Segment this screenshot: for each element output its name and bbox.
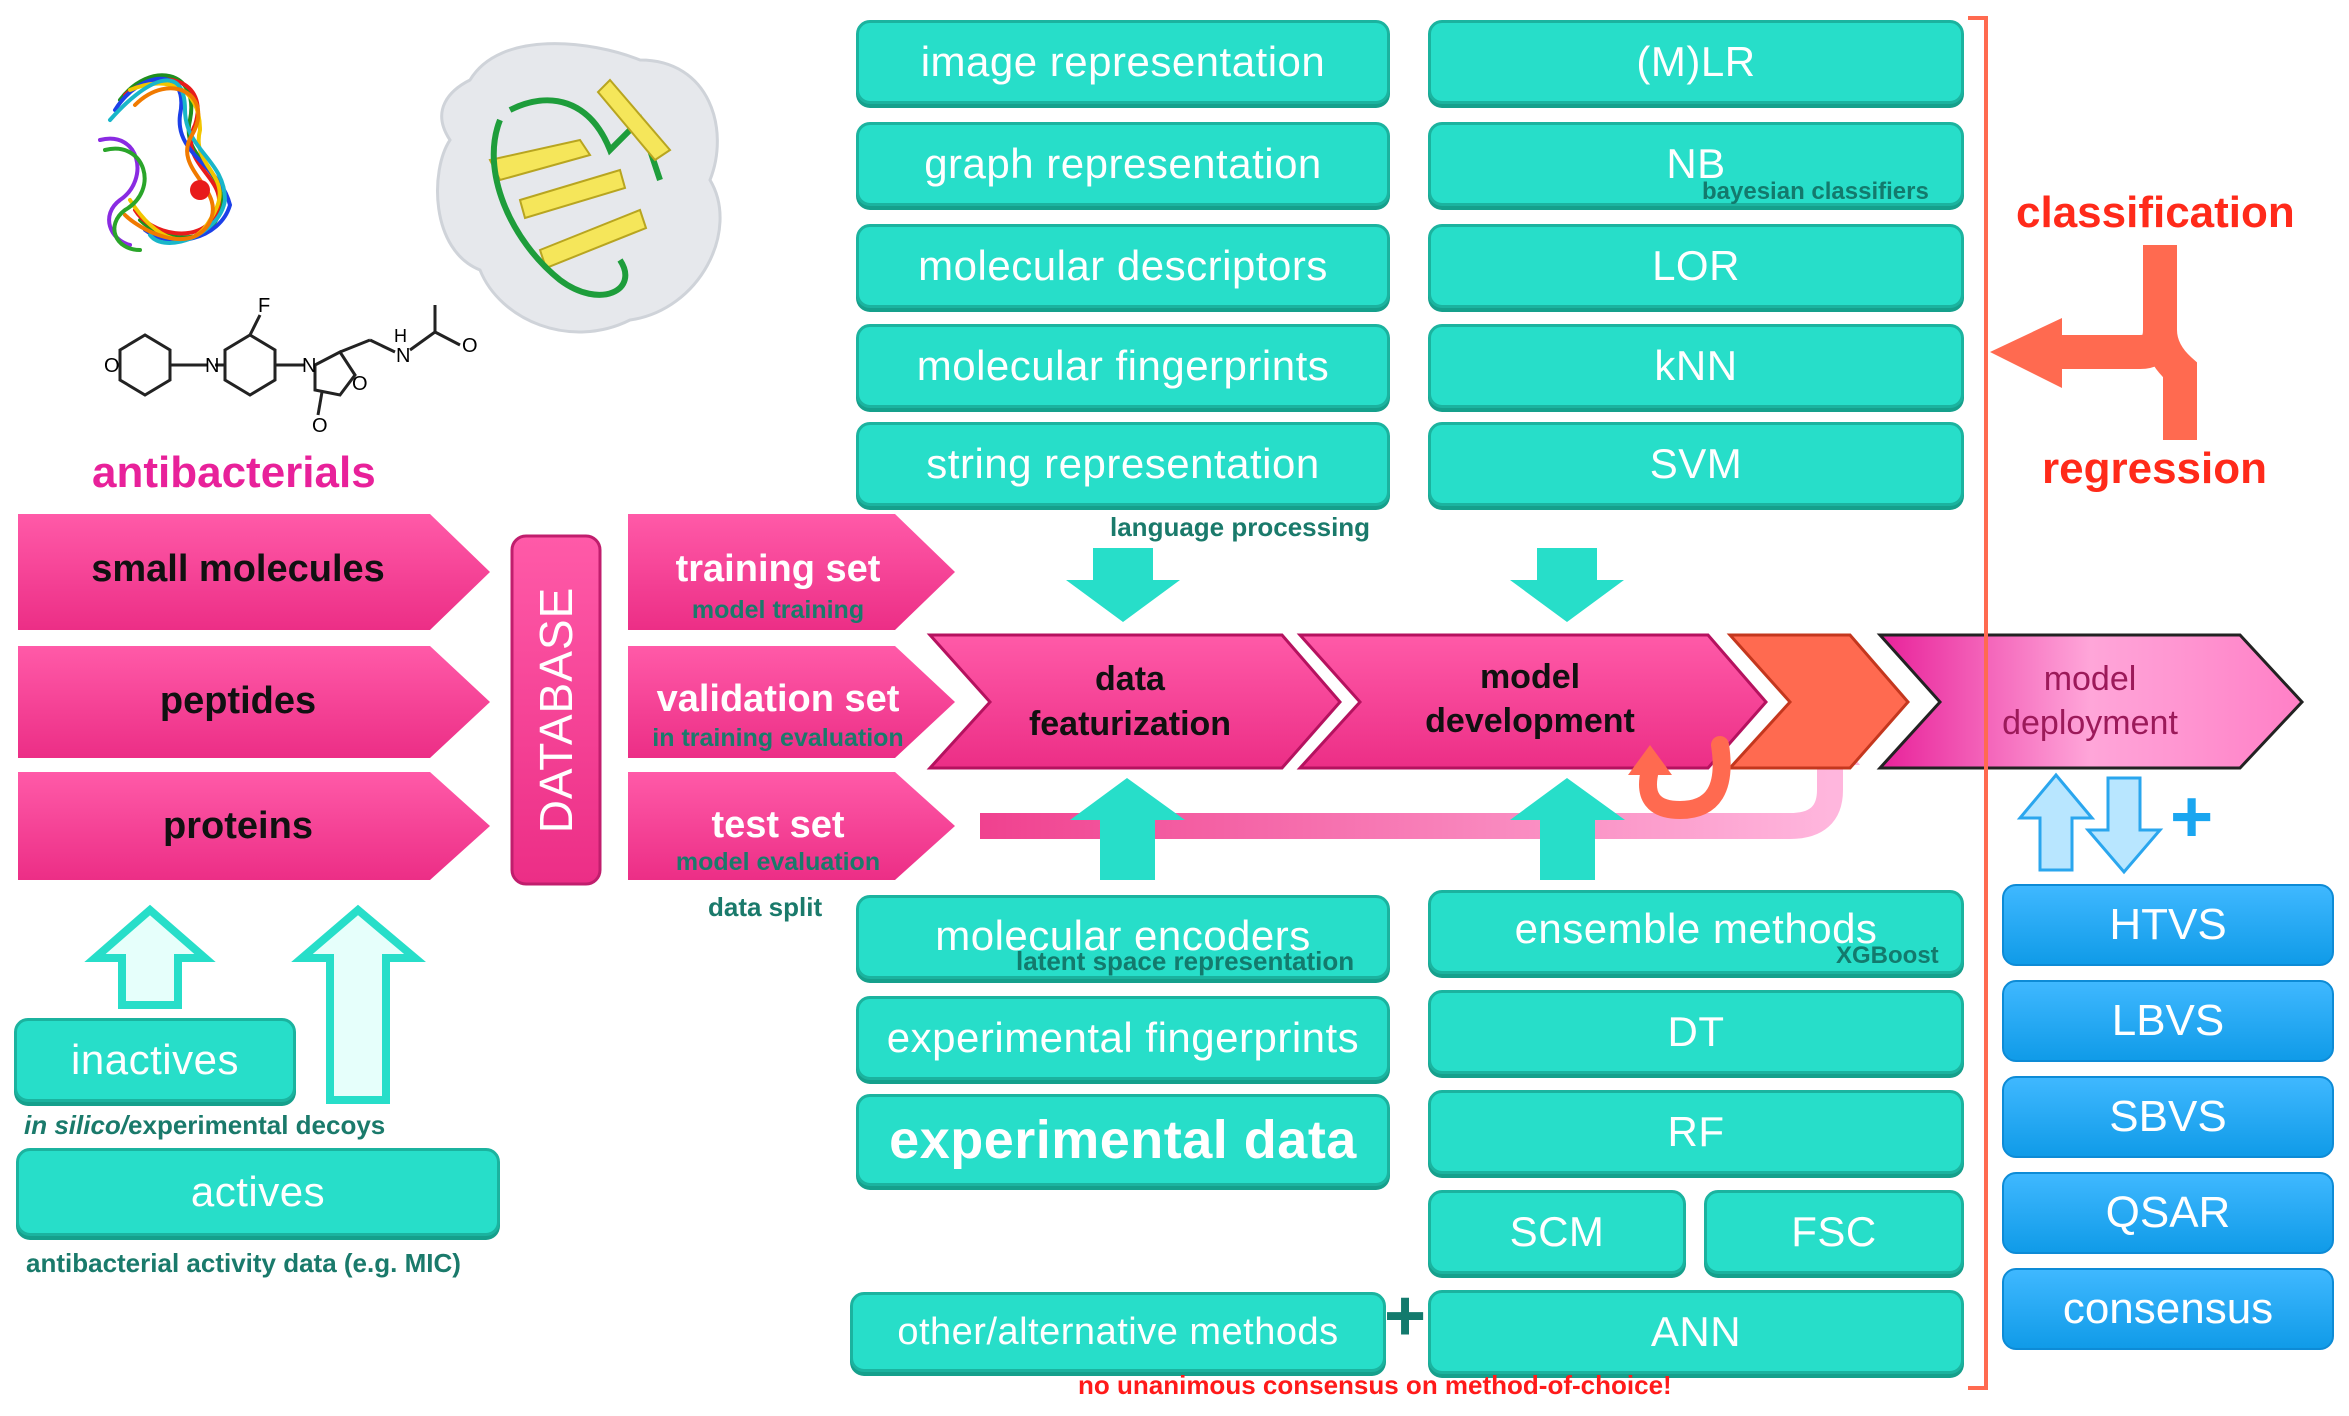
feedback-curve-arrow <box>1639 736 1731 820</box>
method-bracket <box>1968 16 1988 1390</box>
up-arrow-lower-methods <box>1510 778 1625 880</box>
development-chevron <box>1296 633 1768 770</box>
method-scm: SCM <box>1428 1190 1686 1274</box>
category-arrow-peptides <box>18 646 490 758</box>
category-arrow-proteins <box>18 772 490 880</box>
method-ensemble: ensemble methods <box>1428 890 1964 974</box>
split-arrow-training <box>628 514 955 630</box>
category-arrow-small-molecules <box>18 514 490 630</box>
split-arrow-test <box>628 772 955 880</box>
database-box <box>510 534 602 886</box>
task-fork-arrow <box>2060 245 2197 440</box>
down-arrow-methods <box>1510 548 1624 622</box>
atom-H: H <box>394 326 407 346</box>
decoys-note-rest: experimental decoys <box>128 1110 386 1140</box>
bayesian-note: bayesian classifiers <box>1702 178 1929 205</box>
method-nb-label: NB <box>1666 140 1726 187</box>
deploy-down-arrow <box>2084 776 2164 875</box>
deploy-sbvs: SBVS <box>2002 1076 2334 1158</box>
evaluation-flow-line <box>980 760 1843 839</box>
featurization-chevron <box>926 633 1342 770</box>
rep-experimental-data: experimental data <box>856 1094 1390 1186</box>
atom-O-carbonyl: O <box>312 415 328 437</box>
inactives-box: inactives <box>14 1018 296 1102</box>
deployment-label-1: model <box>2043 660 2137 698</box>
deploy-up-arrow <box>2016 772 2096 872</box>
method-ann: ANN <box>1428 1290 1964 1374</box>
method-svm: SVM <box>1428 422 1964 506</box>
rep-string: string representation <box>856 422 1390 506</box>
development-label-1: model <box>1479 658 1581 696</box>
actives-box: actives <box>16 1148 500 1236</box>
test-set-label: test set <box>711 804 845 846</box>
atom-N-ring: N <box>302 355 316 377</box>
atom-O-morpholine: O <box>104 355 120 377</box>
down-arrow-representations <box>1066 548 1180 622</box>
up-arrow-actives <box>291 904 426 1104</box>
decoys-note: in silico/experimental decoys <box>24 1110 385 1141</box>
method-lor: LOR <box>1428 224 1964 308</box>
atom-N-amide: N <box>396 345 410 367</box>
deploy-lbvs: LBVS <box>2002 980 2334 1062</box>
training-set-note: model training <box>691 596 865 624</box>
deploy-consensus: consensus <box>2002 1268 2334 1350</box>
plus-other-methods: + <box>1384 1276 1427 1356</box>
training-set-label: training set <box>675 548 881 590</box>
method-fsc: FSC <box>1704 1190 1964 1274</box>
method-mlr: (M)LR <box>1428 20 1964 104</box>
deploy-qsar: QSAR <box>2002 1172 2334 1254</box>
consensus-warning: no unanimous consensus on method-of-choi… <box>1078 1370 1672 1400</box>
rep-fingerprints: molecular fingerprints <box>856 324 1390 408</box>
deployment-label-2: deployment <box>2002 704 2178 742</box>
deploy-htvs: HTVS <box>2002 884 2334 966</box>
featurization-label-2: featurization <box>1028 705 1232 743</box>
rep-molecular-encoders-label: molecular encoders <box>935 912 1311 959</box>
antibacterials-heading: antibacterials <box>92 448 376 497</box>
atom-O-amide: O <box>462 335 478 357</box>
decoys-note-italic: in silico/ <box>24 1110 129 1140</box>
deployment-chevron <box>1876 633 2305 770</box>
development-label-2: development <box>1425 702 1635 740</box>
method-nb: NB <box>1428 122 1964 206</box>
activity-data-note: antibacterial activity data (e.g. MIC) <box>26 1248 461 1278</box>
linezolid-structure-image: F O N N O O H N O <box>104 295 478 437</box>
split-arrow-validation <box>628 646 955 758</box>
data-split-label: data split <box>708 892 823 922</box>
task-chevron <box>1726 633 1910 770</box>
atom-O-ring: O <box>352 373 368 395</box>
method-dt: DT <box>1428 990 1964 1074</box>
method-rf: RF <box>1428 1090 1964 1174</box>
atom-F: F <box>258 295 270 317</box>
up-arrow-inactives <box>84 904 216 1009</box>
category-small-molecules: small molecules <box>91 548 385 590</box>
latent-space-note: latent space representation <box>1016 946 1355 976</box>
peptide-ensemble-image <box>98 73 233 252</box>
xgboost-note: XGBoost <box>1836 942 1939 969</box>
featurization-label-1: data <box>1095 660 1165 698</box>
validation-set-label: validation set <box>656 678 900 720</box>
rep-molecular-encoders: molecular encoders <box>856 895 1390 979</box>
test-set-note: model evaluation <box>675 848 881 876</box>
rep-image: image representation <box>856 20 1390 104</box>
atom-N-morpholine: N <box>205 355 219 377</box>
regression-label: regression <box>2042 444 2267 493</box>
category-peptides: peptides <box>159 680 317 722</box>
up-arrow-lower-representations <box>1070 778 1185 880</box>
rep-graph: graph representation <box>856 122 1390 206</box>
rep-descriptors: molecular descriptors <box>856 224 1390 308</box>
classification-label: classification <box>2016 188 2295 237</box>
category-proteins: proteins <box>163 805 313 847</box>
method-knn: kNN <box>1428 324 1964 408</box>
plus-deployment: + <box>2170 775 2214 858</box>
method-other: other/alternative methods <box>850 1292 1386 1372</box>
validation-set-note: in training evaluation <box>652 724 904 752</box>
language-processing-note: language processing <box>1110 512 1371 542</box>
protein-structure-image <box>436 42 722 334</box>
database-label: DATABASE <box>530 586 582 834</box>
rep-experimental-fingerprints: experimental fingerprints <box>856 996 1390 1080</box>
method-ensemble-label: ensemble methods <box>1514 905 1878 952</box>
